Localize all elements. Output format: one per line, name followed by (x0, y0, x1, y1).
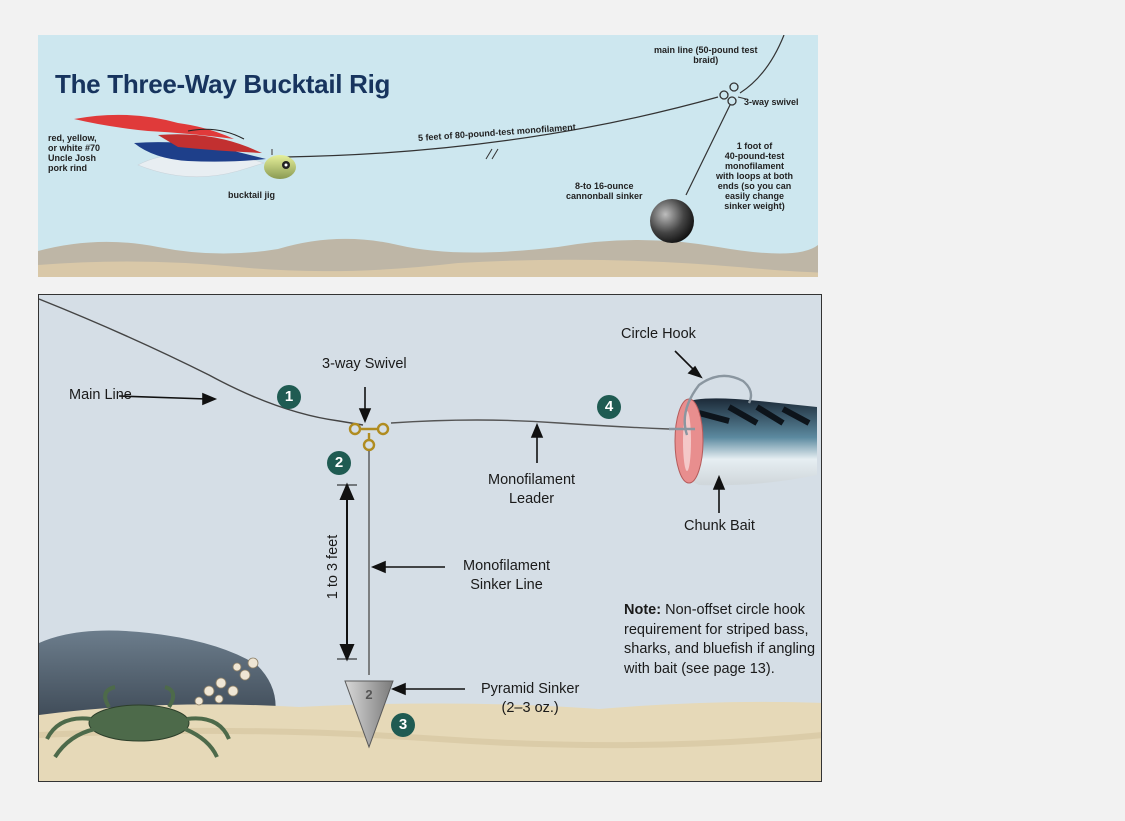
mono-line (285, 96, 719, 158)
label-chunk-bait: Chunk Bait (684, 518, 755, 534)
note-label: Note: (624, 602, 662, 618)
label-pyramid-sinker: Pyramid Sinker(2–3 oz.) (481, 681, 580, 716)
pork-rind (74, 114, 234, 139)
label-bucktail-jig: bucktail jig (228, 190, 276, 200)
sand-bottom (39, 701, 821, 781)
sinker-weight-mark: 2 (365, 687, 373, 702)
callout-arrows (118, 350, 726, 696)
barnacles (194, 657, 259, 706)
label-circle-hook: Circle Hook (621, 326, 696, 342)
note-body: Non-offset circle hook requirement for s… (624, 602, 816, 677)
top-rig-panel: The Three-Way Bucktail Rig main line (50… (38, 35, 818, 277)
label-3way-swivel: 3-way swivel (744, 97, 799, 107)
pyramid-sinker (344, 680, 394, 749)
badge-1: 1 (277, 385, 301, 409)
circle-hook (669, 374, 753, 436)
label-length: 1 to 3 feet (325, 534, 341, 600)
bottom-rig-drawing (39, 298, 821, 781)
note-text: Note: Non-offset circle hook requirement… (624, 601, 821, 679)
crab (45, 685, 231, 759)
page-title: The Three-Way Bucktail Rig (55, 69, 391, 99)
cannonball-sinker (650, 199, 694, 243)
badge-2: 2 (327, 451, 351, 475)
top-rig-drawing (38, 35, 818, 277)
bucktail-blue (134, 142, 266, 162)
sinker-leader (685, 104, 731, 196)
bottom-rig-panel: 1 2 3 4 Circle Hook 3-way Swivel Main Li… (38, 294, 822, 782)
main-line (39, 298, 364, 426)
label-3way-swivel: 3-way Swivel (322, 356, 407, 372)
badge-4: 4 (597, 395, 621, 419)
swivel-ring (719, 90, 729, 100)
three-way-swivel (348, 422, 390, 452)
jig-head (264, 155, 296, 179)
main-line-braid (739, 35, 785, 94)
length-measure (337, 482, 357, 662)
badge-3: 3 (391, 713, 415, 737)
monofilament-leader (390, 419, 670, 430)
seabed-front (38, 259, 818, 277)
label-main-line: Main Line (69, 387, 132, 403)
